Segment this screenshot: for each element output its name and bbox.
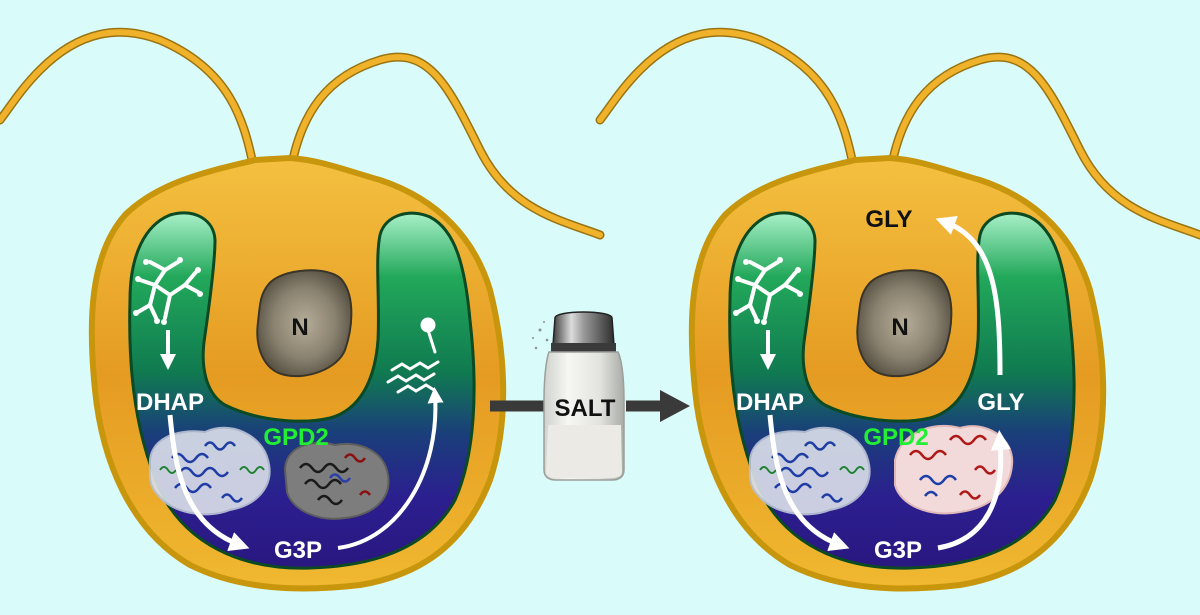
right-gpd2-label: GPD2 xyxy=(863,424,928,451)
right-g3p-to-gly-arrow xyxy=(937,430,1011,551)
right-g3p-label: G3P xyxy=(874,537,922,564)
salt-shaker-icon xyxy=(532,311,625,481)
right-dhap-to-g3p-arrow xyxy=(767,414,850,551)
right-gpd2-protein-red xyxy=(894,424,1014,515)
right-gly-export-arrow xyxy=(935,215,1003,376)
left-cell: N DHAP GPD2 G3P xyxy=(0,32,600,588)
right-nucleus-label: N xyxy=(891,314,908,341)
salt-treatment: SALT xyxy=(490,311,690,481)
right-dhap-label: DHAP xyxy=(736,389,804,416)
left-dhap-label: DHAP xyxy=(136,389,204,416)
salt-label: SALT xyxy=(555,395,616,422)
left-nucleus-label: N xyxy=(291,314,308,341)
left-gpd2-protein-dark xyxy=(283,441,390,520)
left-dhap-to-g3p-arrow xyxy=(167,414,250,551)
right-gly-top-label: GLY xyxy=(865,206,912,233)
right-cell: N DHAP GPD2 G3P GLY GLY xyxy=(600,32,1200,588)
right-gly-label: GLY xyxy=(977,389,1024,416)
left-gpd2-label: GPD2 xyxy=(263,424,328,451)
left-g3p-label: G3P xyxy=(274,537,322,564)
left-g3p-to-lipid-arrow xyxy=(337,387,444,550)
lipid-icon xyxy=(386,317,440,394)
salt-arrow-head xyxy=(660,390,690,422)
